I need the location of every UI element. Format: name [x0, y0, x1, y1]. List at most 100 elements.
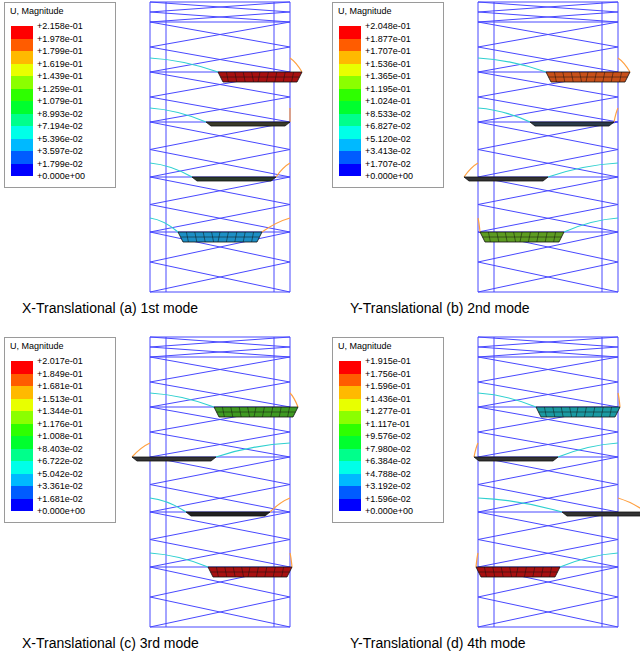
tower-brace — [150, 262, 290, 292]
legend-value: +8.993e-02 — [37, 108, 83, 121]
legend-value: +1.008e-01 — [37, 430, 83, 443]
legend-row: +1.117e-01 — [333, 418, 443, 431]
legend-swatch — [339, 89, 361, 102]
tower-brace — [150, 337, 290, 347]
color-legend: U, Magnitude+2.048e-01+1.877e-01+1.707e-… — [332, 2, 444, 188]
legend-swatch — [11, 449, 33, 462]
legend-row: +1.536e-01 — [333, 58, 443, 71]
legend-value: +1.799e-02 — [37, 158, 83, 171]
legend-value: +1.707e-01 — [365, 45, 411, 58]
tower-frame — [464, 2, 630, 292]
tower-beam — [150, 2, 290, 3]
tower-brace — [478, 357, 618, 382]
tower-column — [494, 2, 495, 292]
legend-swatch — [339, 386, 361, 399]
legend-row: +0.000e+00 — [5, 170, 115, 183]
legend-title: U, Magnitude — [338, 341, 392, 351]
tower-brace — [478, 347, 618, 357]
color-legend: U, Magnitude+2.158e-01+1.978e-01+1.799e-… — [4, 2, 116, 188]
legend-value: +8.533e-02 — [365, 108, 411, 121]
tower-brace — [150, 512, 290, 540]
legend-row: +1.436e-01 — [333, 393, 443, 406]
floor-slab — [562, 512, 640, 516]
legend-value: +3.413e-02 — [365, 145, 411, 158]
legend-row: +1.799e-01 — [5, 45, 115, 58]
floor-slab — [206, 122, 290, 126]
legend-row: +5.396e-02 — [5, 133, 115, 146]
legend-row: +2.158e-01 — [5, 20, 115, 33]
tower-brace — [150, 150, 290, 178]
tower-brace — [478, 97, 618, 122]
legend-swatch — [11, 411, 33, 424]
spring-link — [474, 443, 478, 457]
tower-brace — [478, 2, 618, 12]
tower-brace — [150, 232, 290, 262]
legend-row: +1.365e-01 — [333, 70, 443, 83]
tower-column — [478, 2, 479, 292]
tower-column — [290, 337, 291, 627]
legend-swatch — [339, 151, 361, 164]
legend-swatch — [11, 89, 33, 102]
legend-row: +1.619e-01 — [5, 58, 115, 71]
legend-swatch — [11, 436, 33, 449]
spring-link — [150, 553, 208, 567]
legend-swatch — [11, 76, 33, 89]
legend-value: +4.788e-02 — [365, 468, 411, 481]
tower-column — [150, 337, 151, 627]
tower-brace — [150, 97, 290, 122]
slab-mesh — [217, 412, 296, 413]
legend-value: +1.681e-01 — [37, 380, 83, 393]
spring-link — [150, 108, 206, 122]
legend-swatch — [11, 424, 33, 437]
legend-row: +1.756e-01 — [333, 368, 443, 381]
figure-caption: X-Translational (c) 3rd mode — [22, 635, 199, 651]
legend-swatch — [339, 64, 361, 77]
spring-link — [132, 443, 150, 457]
spring-link — [614, 108, 618, 122]
tower-brace — [478, 150, 618, 178]
spring-link — [150, 58, 218, 72]
tower-brace — [150, 432, 290, 457]
legend-row: +3.413e-02 — [333, 145, 443, 158]
legend-row: +1.259e-01 — [5, 83, 115, 96]
tower-brace — [150, 232, 290, 262]
legend-row: +1.008e-01 — [5, 430, 115, 443]
legend-value: +1.079e-01 — [37, 95, 83, 108]
spring-link — [290, 58, 302, 72]
slab-mesh — [181, 237, 260, 238]
tower-beam — [478, 357, 618, 358]
figure-caption: X-Translational (a) 1st mode — [22, 300, 198, 316]
legend-title: U, Magnitude — [338, 6, 392, 16]
tower-frame — [474, 337, 640, 627]
legend-value: +1.176e-01 — [37, 418, 83, 431]
tower-brace — [478, 382, 618, 407]
legend-swatch — [11, 474, 33, 487]
figure-caption: Y-Translational (b) 2nd mode — [350, 300, 530, 316]
tower-beam — [478, 22, 618, 23]
legend-value: +0.000e+00 — [37, 505, 85, 518]
tower-brace — [150, 382, 290, 407]
tower-brace — [478, 150, 618, 178]
legend-swatch — [11, 461, 33, 474]
legend-row: +6.722e-02 — [5, 455, 115, 468]
tower-brace — [478, 122, 618, 150]
legend-row: +1.277e-01 — [333, 405, 443, 418]
floor-slab — [530, 122, 614, 126]
legend-title: U, Magnitude — [10, 341, 64, 351]
tower-brace — [478, 337, 618, 347]
legend-swatch — [11, 39, 33, 52]
tower-column — [494, 337, 495, 627]
slab-mesh — [221, 77, 300, 78]
legend-value: +1.915e-01 — [365, 355, 411, 368]
legend-value: +1.596e-02 — [365, 493, 411, 506]
legend-value: +1.024e-01 — [365, 95, 411, 108]
legend-row: +1.024e-01 — [333, 95, 443, 108]
tower-brace — [150, 205, 290, 233]
tower-brace — [150, 177, 290, 205]
spring-link — [476, 553, 478, 567]
spring-link — [478, 393, 536, 407]
legend-value: +5.120e-02 — [365, 133, 411, 146]
tower-brace — [478, 47, 618, 72]
legend-row: +2.048e-01 — [333, 20, 443, 33]
floor-slab — [132, 457, 216, 461]
